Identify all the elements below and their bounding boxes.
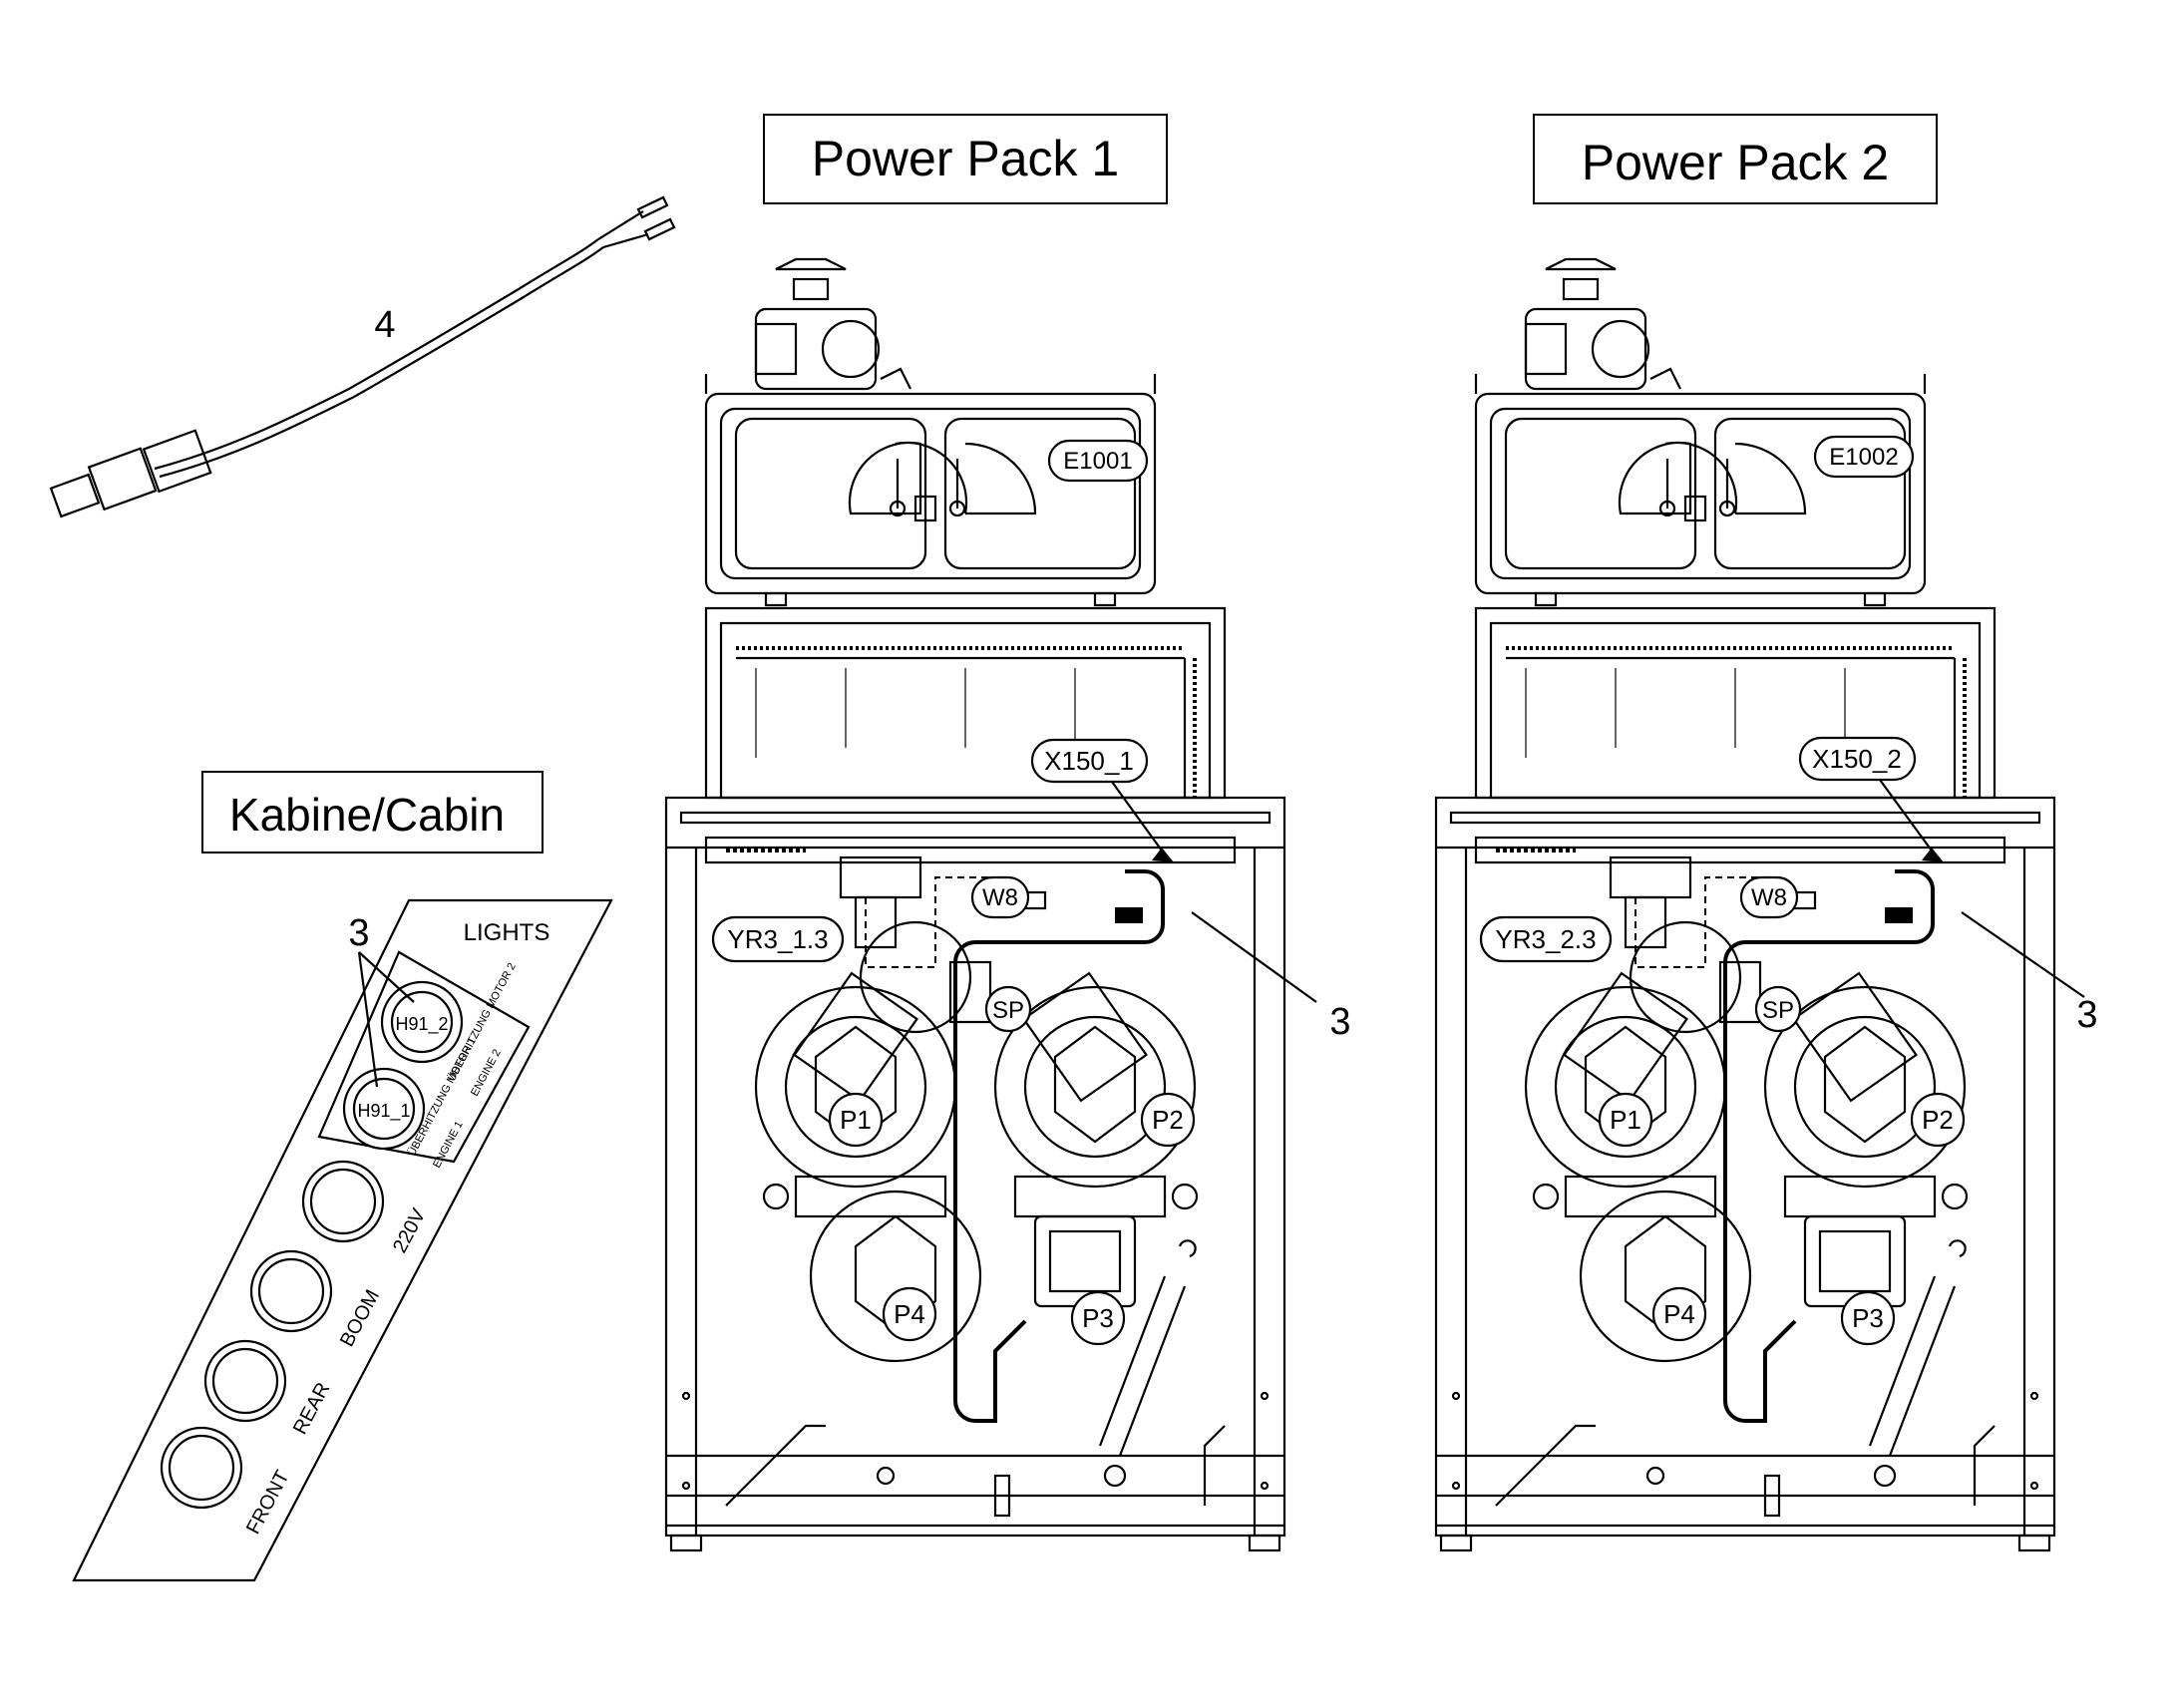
wire-harness-4: 4: [49, 195, 676, 518]
pp2-harness-label: W8: [1751, 884, 1787, 911]
switch-220v-label: 220V: [389, 1204, 431, 1256]
pp1-pump-p4-label: P4: [894, 1299, 925, 1329]
pp1-sp-label: SP: [992, 997, 1024, 1024]
switch-rear-label: REAR: [289, 1379, 335, 1438]
switch-front-label: FRONT: [242, 1467, 294, 1537]
power-pack-1-title: Power Pack 1: [763, 114, 1168, 204]
pp2-pump-p3-label: P3: [1852, 1303, 1884, 1333]
engine-2-text: ENGINE 2: [469, 1047, 504, 1098]
pp2-engine-label: E1002: [1829, 444, 1898, 471]
cabin-title: Kabine/Cabin: [201, 771, 544, 854]
pp1-engine-label: E1001: [1063, 448, 1132, 475]
pp1-connector-label: X150_1: [1044, 746, 1134, 776]
pp1-harness-label: W8: [982, 884, 1018, 911]
pp2-sp-label: SP: [1762, 997, 1794, 1024]
pp2-valve-label: YR3_2.3: [1495, 924, 1596, 954]
cabin-lights-panel: LIGHTS H91_2 H91_1 ÜBERHITZUNG MOTOR 2 E…: [72, 898, 613, 1582]
cabin-title-text: Kabine/Cabin: [229, 789, 505, 841]
pp2-pump-p4-label: P4: [1663, 1299, 1695, 1329]
power-pack-1: E1001 X150_1 W8 YR3_1.3 SP P1 P2 P3 P4 3: [664, 257, 1351, 1552]
cabin-callout-number: 3: [348, 912, 369, 954]
switch-boom-label: BOOM: [336, 1286, 384, 1350]
pp1-pump-p3-label: P3: [1082, 1303, 1114, 1333]
engine-1-text: ENGINE 1: [431, 1119, 466, 1170]
pp1-valve-label: YR3_1.3: [727, 924, 828, 954]
pp2-pump-p2-label: P2: [1922, 1105, 1954, 1135]
power-pack-2: E1002 X150_2 W8 YR3_2.3 SP P1 P2 P3 P4 3: [1434, 257, 2098, 1552]
power-pack-2-title-text: Power Pack 2: [1582, 135, 1889, 190]
pp1-callout-number: 3: [1329, 1001, 1350, 1043]
lamp-h91-2-label: H91_2: [395, 1014, 448, 1035]
power-pack-1-title-text: Power Pack 1: [812, 131, 1119, 186]
power-pack-2-title: Power Pack 2: [1533, 114, 1938, 204]
pp2-connector-label: X150_2: [1812, 744, 1902, 774]
lights-heading: LIGHTS: [464, 919, 550, 946]
pp2-callout-number: 3: [2076, 994, 2097, 1036]
lamp-h91-1-label: H91_1: [357, 1101, 410, 1122]
pp2-pump-p1-label: P1: [1610, 1105, 1641, 1135]
pp1-pump-p2-label: P2: [1152, 1105, 1184, 1135]
harness-callout-number: 4: [374, 304, 395, 346]
pp1-pump-p1-label: P1: [840, 1105, 872, 1135]
